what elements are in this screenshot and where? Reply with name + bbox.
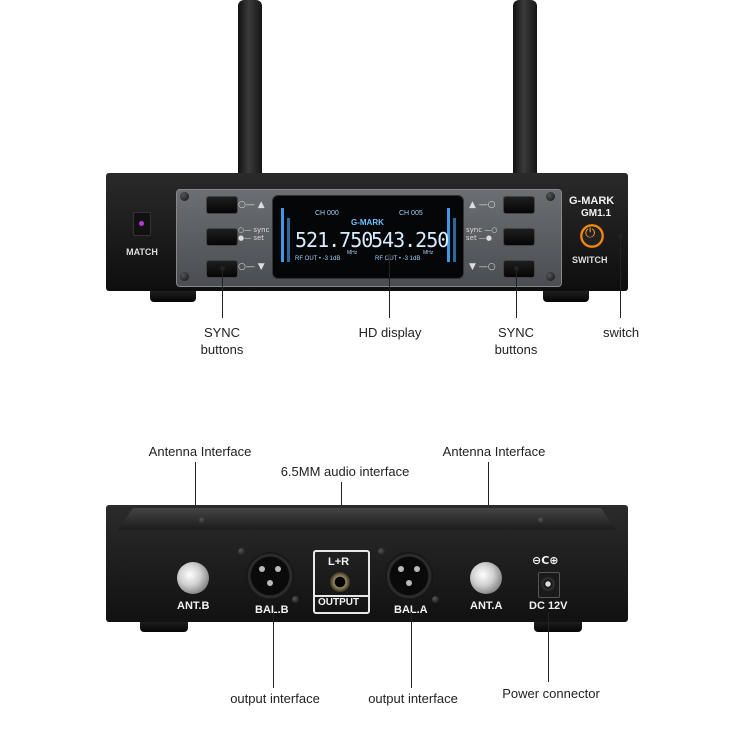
callout-power: Power connector bbox=[502, 686, 600, 701]
hd-display: CH 000 CH 005 G-MARK 521.750 543.250 MHz… bbox=[272, 195, 464, 279]
sync-right-up-button[interactable] bbox=[503, 196, 535, 214]
sync-right-set-button[interactable] bbox=[503, 228, 535, 246]
level-meter bbox=[453, 218, 456, 262]
frequency-right: 543.250 bbox=[371, 228, 449, 252]
leader-dot bbox=[220, 266, 225, 271]
output-box bbox=[313, 550, 370, 614]
level-meter bbox=[447, 208, 450, 262]
sync-icon: sync —○set —● bbox=[466, 226, 498, 242]
callout-sync-left: SYNC buttons bbox=[200, 325, 244, 357]
up-arrow-icon: ○— ▲ bbox=[238, 200, 265, 210]
antenna-a-connector bbox=[470, 562, 502, 594]
unit-right: MHz bbox=[423, 250, 434, 256]
left-antenna bbox=[238, 0, 262, 176]
xlr-a-connector bbox=[385, 552, 433, 600]
front-right-foot bbox=[543, 290, 589, 302]
leader-line bbox=[548, 612, 549, 682]
lcd-brand: G-MARK bbox=[351, 218, 384, 227]
lr-label: L+R bbox=[328, 556, 350, 568]
callout-sync-right: SYNC buttons bbox=[494, 325, 538, 357]
leader-dot bbox=[618, 234, 623, 239]
level-meter bbox=[281, 208, 284, 262]
power-switch[interactable]: ⏻ bbox=[580, 224, 604, 248]
polarity-icon: ⊖C⊕ bbox=[532, 554, 559, 567]
match-label: MATCH bbox=[126, 247, 158, 257]
screw bbox=[199, 517, 206, 524]
leader-line bbox=[273, 612, 274, 688]
switch-label: SWITCH bbox=[572, 255, 608, 265]
screw bbox=[238, 548, 245, 555]
dc-power-socket bbox=[541, 577, 555, 591]
output-label: OUTPUT bbox=[318, 597, 360, 608]
dc-label: DC 12V bbox=[529, 600, 568, 612]
bal-b-label: BAL.B bbox=[255, 604, 289, 616]
screw bbox=[538, 517, 545, 524]
rear-left-foot bbox=[140, 620, 188, 632]
down-arrow-icon: ○— ▼ bbox=[238, 262, 265, 272]
sync-icon: ○— sync●— set bbox=[238, 226, 270, 242]
callout-antenna-left: Antenna Interface bbox=[148, 444, 252, 459]
rear-top-edge bbox=[118, 508, 616, 530]
callout-hd-display: HD display bbox=[358, 325, 422, 340]
callout-audio: 6.5MM audio interface bbox=[280, 464, 410, 479]
antenna-b-connector bbox=[177, 562, 209, 594]
sync-left-set-button[interactable] bbox=[206, 228, 238, 246]
leader-line bbox=[222, 268, 223, 318]
callout-output-right: output interface bbox=[368, 691, 458, 706]
screw bbox=[180, 272, 189, 281]
leader-dot bbox=[514, 266, 519, 271]
ant-b-label: ANT.B bbox=[177, 600, 210, 612]
rear-right-foot bbox=[534, 620, 582, 632]
leader-dot bbox=[387, 254, 392, 259]
level-meter bbox=[287, 218, 290, 262]
screw bbox=[180, 192, 189, 201]
xlr-b-connector bbox=[246, 552, 294, 600]
channel-left: CH 000 bbox=[315, 210, 339, 217]
output-divider bbox=[315, 595, 368, 597]
rf-out-right: RF OUT • -3 1dB bbox=[375, 256, 421, 262]
bal-a-label: BAL.A bbox=[394, 604, 428, 616]
up-arrow-icon: ▲ —○ bbox=[469, 200, 496, 210]
channel-right: CH 005 bbox=[399, 210, 423, 217]
brand-logo: G-MARK bbox=[569, 195, 615, 207]
screw bbox=[546, 192, 555, 201]
match-indicator bbox=[133, 212, 151, 236]
ant-a-label: ANT.A bbox=[470, 600, 503, 612]
leader-line bbox=[389, 256, 390, 318]
screw bbox=[432, 596, 439, 603]
model-label: GM1.1 bbox=[581, 208, 612, 219]
screw bbox=[292, 596, 299, 603]
rf-out-left: RF OUT • -3 1dB bbox=[295, 256, 341, 262]
sync-right-down-button[interactable] bbox=[503, 260, 535, 278]
sync-left-up-button[interactable] bbox=[206, 196, 238, 214]
right-antenna bbox=[513, 0, 537, 176]
frequency-left: 521.750 bbox=[295, 228, 373, 252]
callout-antenna-right: Antenna Interface bbox=[442, 444, 546, 459]
leader-line bbox=[411, 612, 412, 688]
audio-jack bbox=[330, 572, 350, 592]
unit-left: MHz bbox=[347, 250, 358, 256]
front-left-foot bbox=[150, 290, 196, 302]
callout-output-left: output interface bbox=[230, 691, 320, 706]
leader-line bbox=[516, 268, 517, 318]
power-icon: ⏻ bbox=[585, 226, 596, 241]
screw bbox=[546, 272, 555, 281]
callout-switch: switch bbox=[602, 325, 640, 340]
screw bbox=[378, 548, 385, 555]
down-arrow-icon: ▼ —○ bbox=[469, 262, 496, 272]
leader-line bbox=[620, 236, 621, 318]
